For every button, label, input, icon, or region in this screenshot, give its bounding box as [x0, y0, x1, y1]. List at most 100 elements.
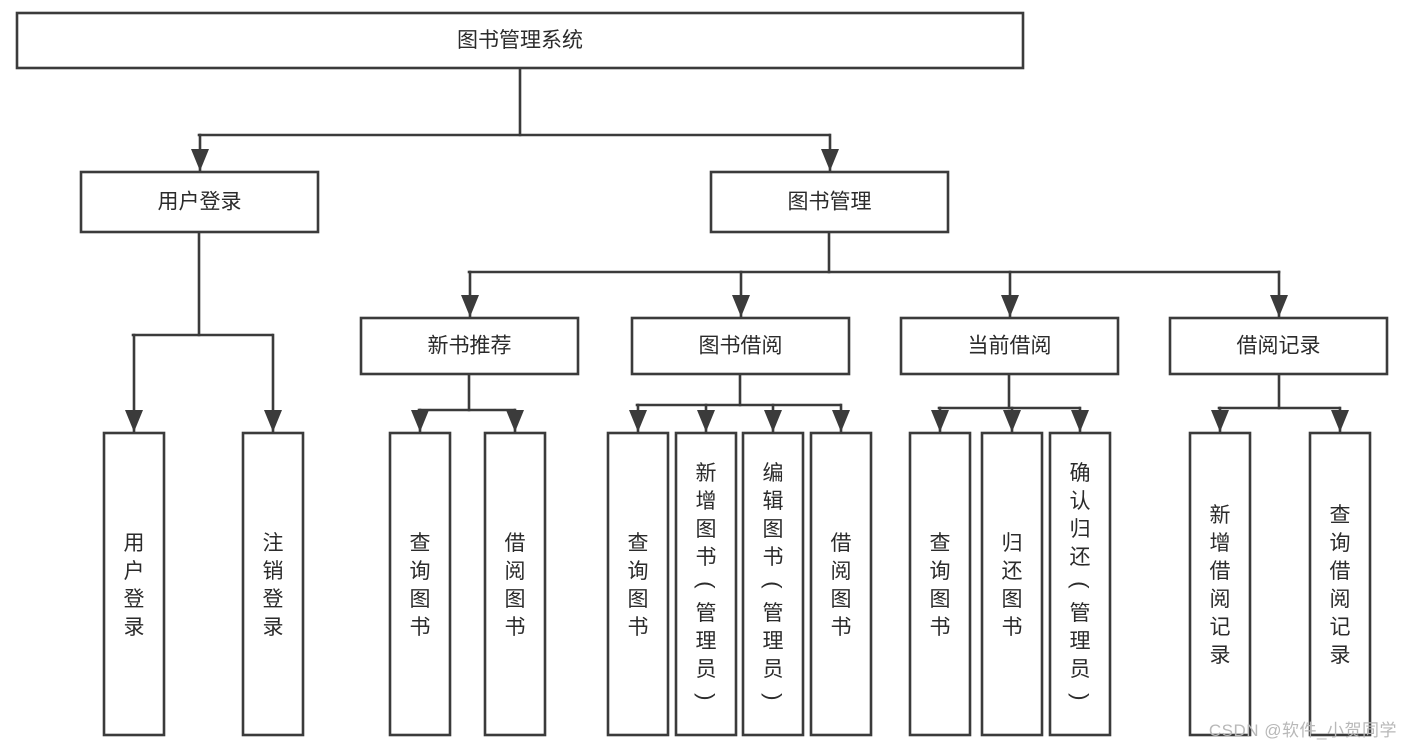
node-box[interactable]: [674, 431, 738, 737]
arrow-head-icon: [506, 410, 524, 432]
node-label: 用户登录: [158, 191, 242, 214]
node-label-char: 借: [831, 532, 852, 555]
edge-borrow-record-to-leaf-add-borrow-record: [1211, 406, 1229, 433]
node-label-char: 书: [505, 616, 526, 639]
edge-user-login-to-leaf-user-logout: [264, 333, 282, 433]
edge-book-borrow-to-leaf-add-book: [697, 403, 715, 433]
connector-layer: [125, 66, 1349, 433]
node-current-borrow[interactable]: 当前借阅: [899, 316, 1120, 376]
node-box[interactable]: [79, 170, 320, 234]
node-label-char: 记: [1210, 616, 1231, 639]
node-box[interactable]: [359, 316, 580, 376]
edge-book-borrow-to-leaf-edit-book: [764, 403, 782, 433]
node-box[interactable]: [630, 316, 851, 376]
connector-group-bus-new-book: [417, 372, 516, 412]
node-label-char: 图: [628, 588, 649, 611]
node-box[interactable]: [709, 170, 950, 234]
node-label-char: 归: [1070, 518, 1091, 541]
arrow-head-icon: [732, 295, 750, 317]
node-label-char: 书: [1002, 616, 1023, 639]
node-label-char: 员: [1070, 658, 1091, 681]
edge-borrow-record-to-leaf-query-borrow-record: [1331, 406, 1349, 433]
node-book-manage[interactable]: 图书管理: [709, 170, 950, 234]
node-label-char: 新: [696, 462, 717, 485]
node-box[interactable]: [980, 431, 1044, 737]
arrow-head-icon: [697, 410, 715, 432]
edge-user-login-to-leaf-user-login: [125, 333, 143, 433]
node-box[interactable]: [388, 431, 452, 737]
node-borrow-record[interactable]: 借阅记录: [1168, 316, 1389, 376]
node-leaf-user-login[interactable]: 用户登录: [102, 431, 166, 737]
node-box[interactable]: [241, 431, 305, 737]
node-book-borrow[interactable]: 图书借阅: [630, 316, 851, 376]
node-box[interactable]: [15, 11, 1025, 70]
arrow-head-icon: [1071, 410, 1089, 432]
node-label-char: 书: [930, 616, 951, 639]
node-label-char: 登: [124, 588, 145, 611]
arrow-head-icon: [191, 149, 209, 171]
node-label-char: 录: [124, 616, 145, 639]
node-box[interactable]: [908, 431, 972, 737]
node-new-book-recommend[interactable]: 新书推荐: [359, 316, 580, 376]
edge-current-borrow-to-leaf-return-book: [1003, 406, 1021, 433]
edge-book-manage-to-current-borrow: [1001, 270, 1019, 318]
arrow-head-icon: [764, 410, 782, 432]
node-label-char: 查: [628, 532, 649, 555]
node-label-char: 还: [1002, 560, 1023, 583]
connector-group-bus-borrow-record: [1217, 372, 1341, 410]
node-box[interactable]: [899, 316, 1120, 376]
node-label-char: 户: [124, 560, 145, 583]
node-root[interactable]: 图书管理系统: [15, 11, 1025, 70]
arrow-head-icon: [1001, 295, 1019, 317]
node-box[interactable]: [102, 431, 166, 737]
node-user-login[interactable]: 用户登录: [79, 170, 320, 234]
arrow-head-icon: [1003, 410, 1021, 432]
node-label-char: 图: [505, 588, 526, 611]
node-label-char: 员: [763, 658, 784, 681]
edge-book-manage-to-new-book-recommend: [461, 270, 479, 318]
node-box[interactable]: [1188, 431, 1252, 737]
node-label-char: 查: [1330, 504, 1351, 527]
node-label-char: 查: [410, 532, 431, 555]
node-box[interactable]: [606, 431, 670, 737]
connector-group-bus-user-login: [131, 230, 274, 337]
node-box[interactable]: [809, 431, 873, 737]
arrow-head-icon: [931, 410, 949, 432]
node-label: 新书推荐: [428, 335, 512, 358]
node-label-char: 借: [505, 532, 526, 555]
node-box[interactable]: [1168, 316, 1389, 376]
node-label-char: 录: [1210, 644, 1231, 667]
edge-current-borrow-to-leaf-query-book-current: [931, 406, 949, 433]
node-label-char: 书: [410, 616, 431, 639]
edge-book-borrow-to-leaf-borrow-book: [832, 403, 850, 433]
node-label-char: 图: [410, 588, 431, 611]
node-label-char: 记: [1330, 616, 1351, 639]
edge-root-to-book-manage: [821, 133, 839, 172]
node-box[interactable]: [483, 431, 547, 737]
node-label-char: 书: [831, 616, 852, 639]
arrow-head-icon: [1211, 410, 1229, 432]
node-label-char: 借: [1210, 560, 1231, 583]
edge-book-manage-to-book-borrow: [732, 270, 750, 318]
node-label-char: 查: [930, 532, 951, 555]
arrow-head-icon: [821, 149, 839, 171]
node-box[interactable]: [741, 431, 805, 737]
node-box[interactable]: [1308, 431, 1372, 737]
node-label: 当前借阅: [968, 335, 1052, 358]
node-box[interactable]: [1048, 431, 1112, 737]
node-label-char: 阅: [505, 560, 526, 583]
node-label-char: 询: [410, 560, 431, 583]
